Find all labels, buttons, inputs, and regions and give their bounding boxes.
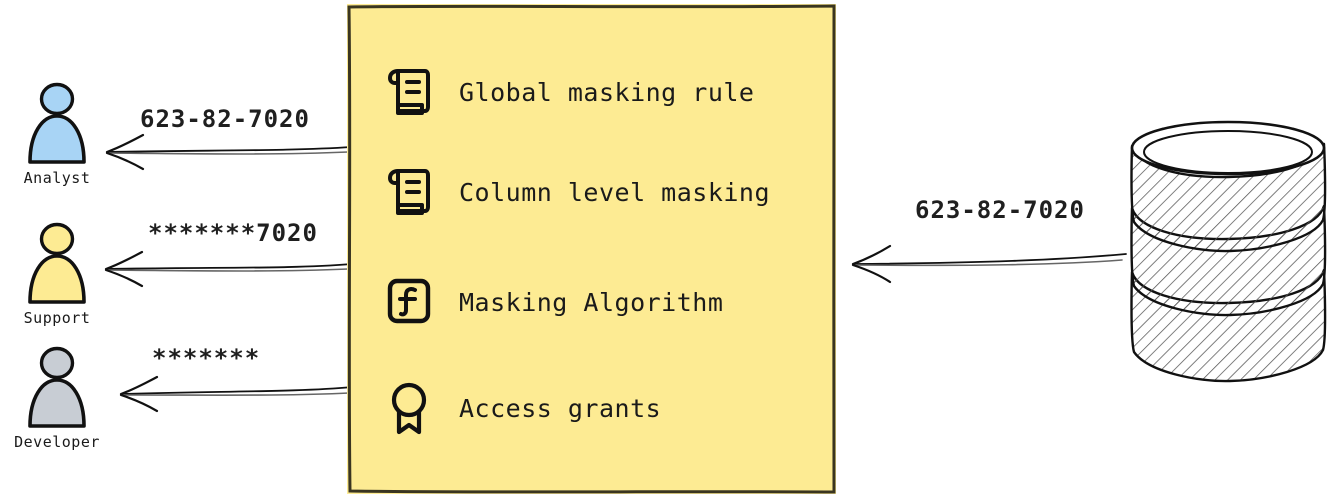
flow-label-analyst: 623-82-7020 [140, 105, 310, 133]
policy-item-label: Access grants [459, 393, 662, 423]
actor-support-label: Support [23, 309, 91, 327]
person-icon [28, 82, 86, 164]
actor-developer: Developer [2, 346, 112, 451]
person-icon [28, 346, 86, 428]
actor-analyst: Analyst [2, 82, 112, 187]
flow-label-source: 623-82-7020 [915, 196, 1085, 224]
flow-arrow-support [104, 250, 353, 288]
policy-item-label: Column level masking [459, 177, 771, 207]
actor-analyst-label: Analyst [23, 169, 91, 187]
flow-label-support: *******7020 [148, 219, 318, 247]
flow-arrow-analyst [105, 133, 353, 171]
policy-item-masking-algorithm[interactable]: Masking Algorithm [385, 276, 723, 328]
policy-item-access-grants[interactable]: Access grants [385, 382, 662, 435]
policy-panel-border [347, 4, 836, 494]
scroll-icon [385, 166, 433, 218]
policy-item-global-masking-rule[interactable]: Global masking rule [385, 66, 754, 118]
policy-item-list: Global masking rule Column level masking [347, 4, 836, 494]
person-icon [28, 222, 86, 304]
scroll-icon [385, 66, 433, 118]
actor-support: Support [2, 222, 112, 327]
policy-panel: Global masking rule Column level masking [347, 4, 836, 494]
policy-item-column-level-masking[interactable]: Column level masking [385, 166, 770, 218]
flow-arrow-source [851, 244, 1127, 284]
policy-item-label: Masking Algorithm [459, 287, 724, 317]
database-icon [1118, 120, 1338, 400]
flow-arrow-developer [119, 375, 354, 413]
policy-item-label: Global masking rule [459, 77, 755, 107]
actor-developer-label: Developer [14, 433, 100, 451]
award-icon [385, 382, 433, 435]
flow-label-developer: ******* [152, 344, 261, 372]
function-icon [385, 276, 433, 328]
